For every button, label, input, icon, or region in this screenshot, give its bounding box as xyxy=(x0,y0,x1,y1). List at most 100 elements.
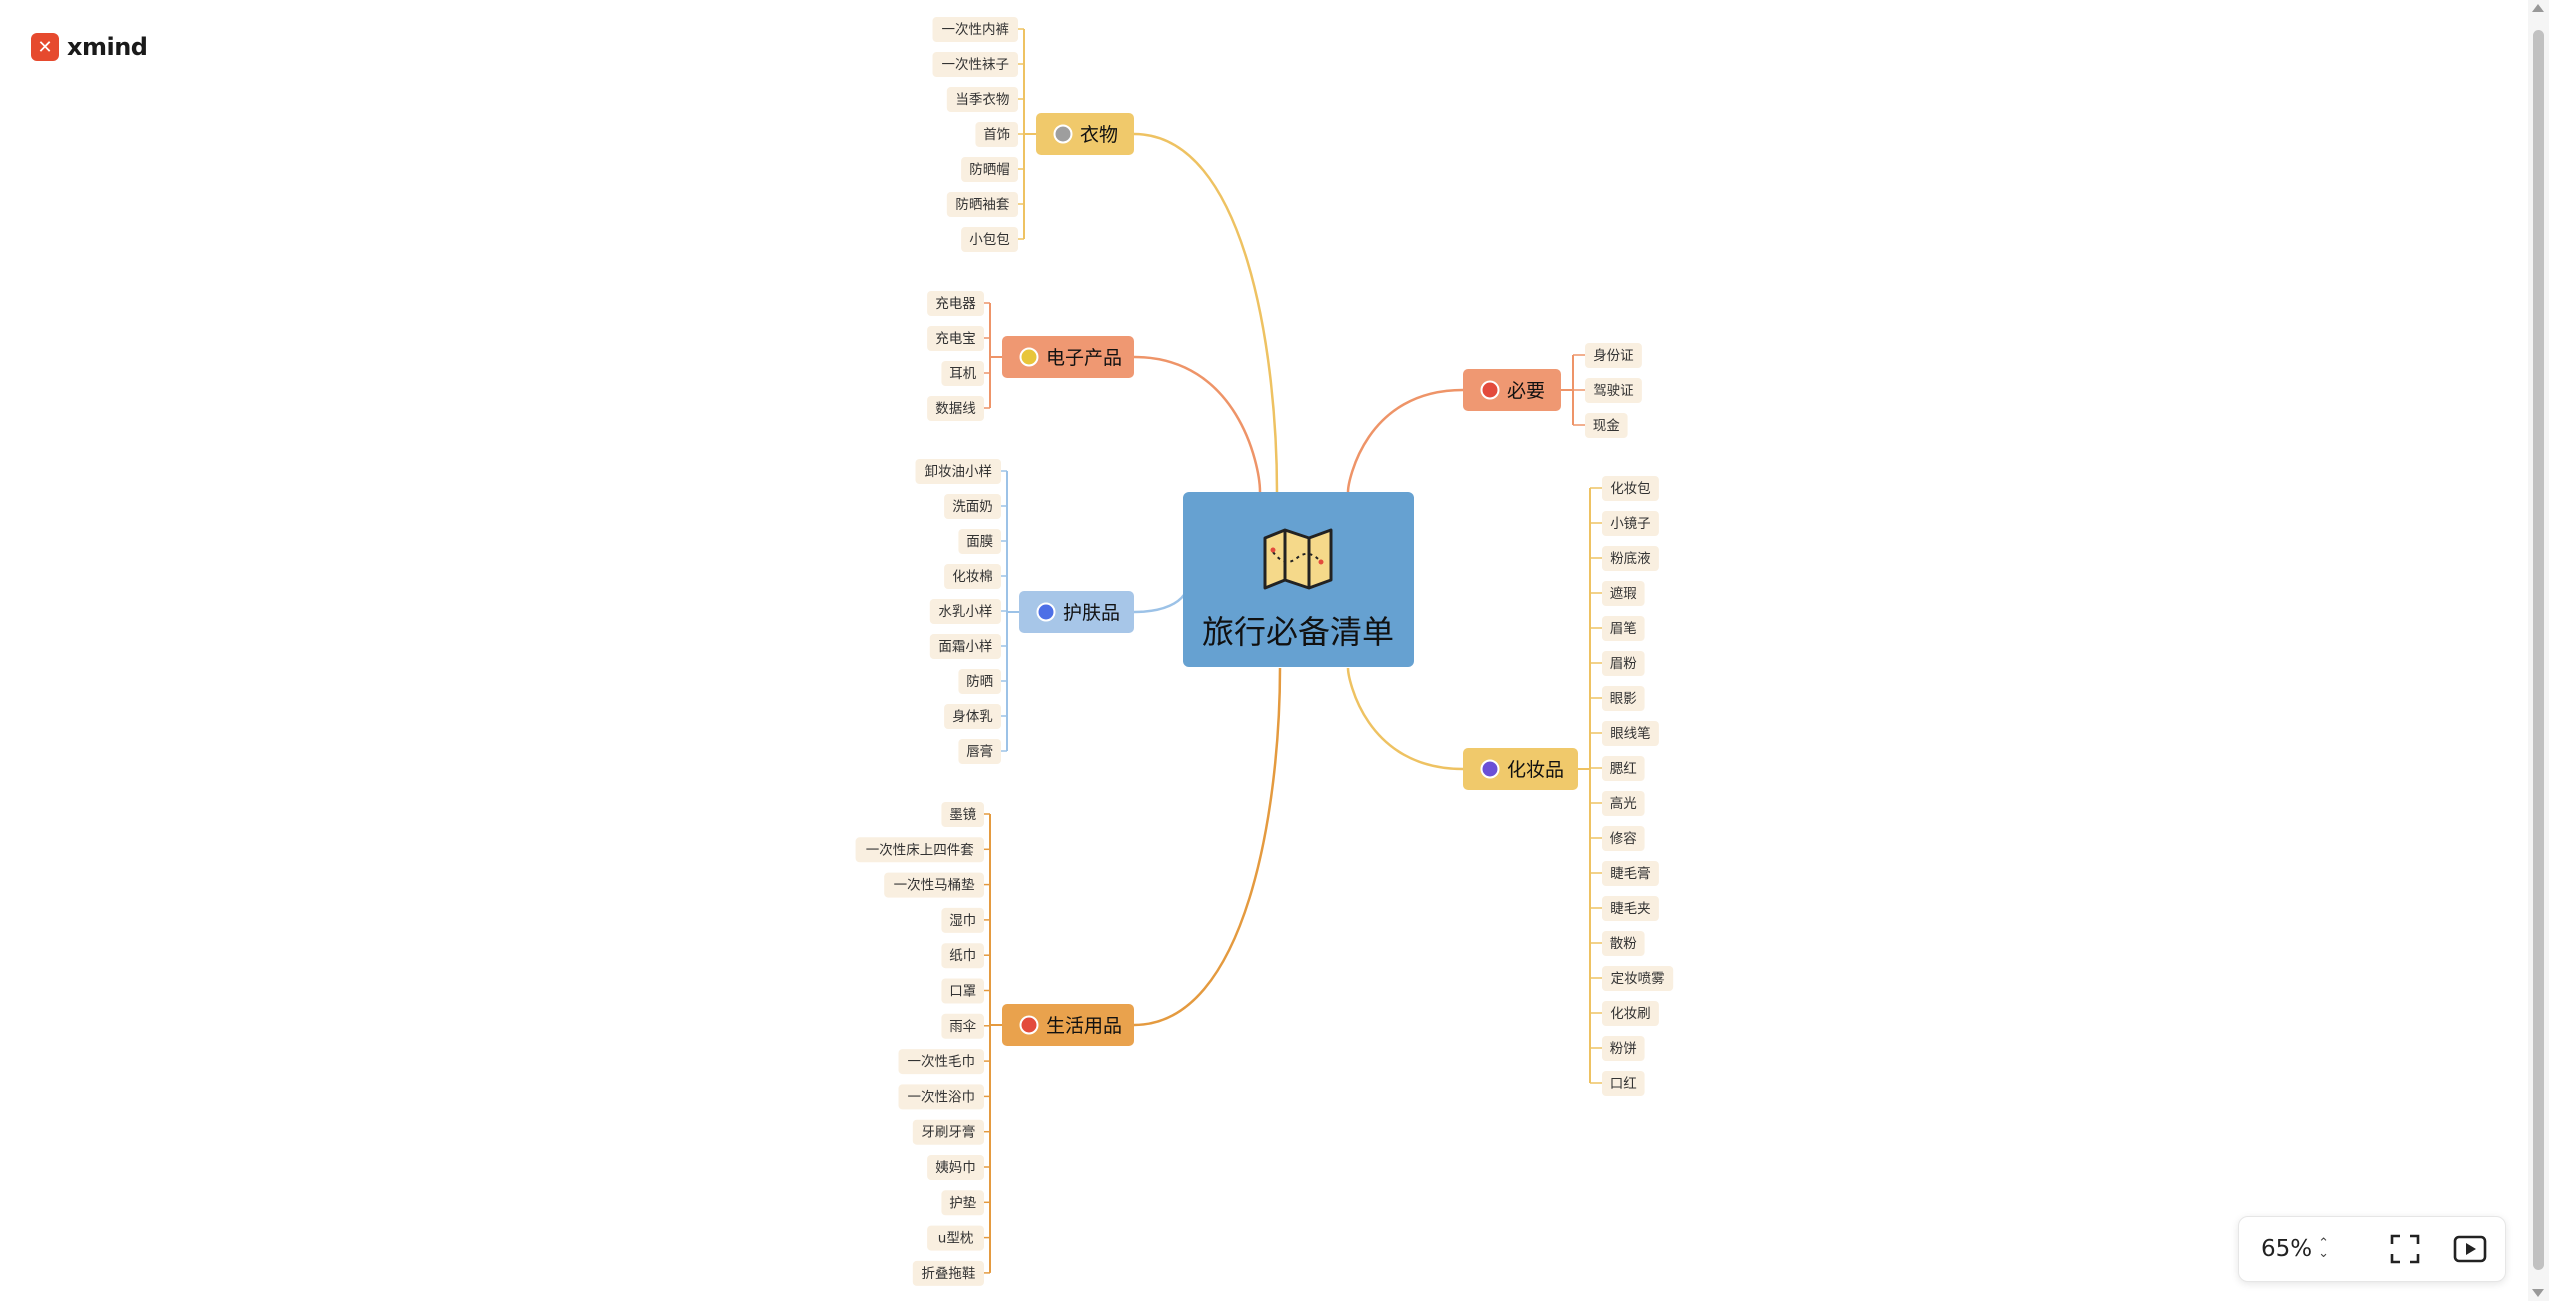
subtopic-daily[interactable]: 一次性浴巾 xyxy=(898,1084,985,1110)
subtopic-electronics[interactable]: 充电宝 xyxy=(927,326,984,351)
subtopic-daily[interactable]: 护垫 xyxy=(941,1190,984,1216)
subtopic-skincare[interactable]: 面霜小样 xyxy=(929,634,1001,659)
xmind-logo-icon: ✕ xyxy=(31,33,59,61)
subtopic-label: 修容 xyxy=(1610,830,1637,847)
topic-electronics[interactable]: 电子产品 xyxy=(1002,336,1134,378)
subtopic-label: 一次性袜子 xyxy=(942,57,1010,73)
subtopic-label: 睫毛膏 xyxy=(1610,865,1651,882)
subtopic-cosmetics[interactable]: 眉笔 xyxy=(1602,616,1645,641)
subtopic-daily[interactable]: 湿巾 xyxy=(941,907,984,933)
leaf-connectors-clothes xyxy=(1018,28,1036,240)
topic-skincare[interactable]: 护肤品 xyxy=(1019,591,1134,633)
subtopic-label: 小镜子 xyxy=(1610,516,1651,532)
subtopic-cosmetics[interactable]: 修容 xyxy=(1602,826,1645,851)
subtopic-cosmetics[interactable]: 口红 xyxy=(1602,1071,1645,1096)
scroll-down-arrow-icon[interactable] xyxy=(2532,1289,2544,1297)
subtopic-label: 耳机 xyxy=(949,366,976,382)
subtopic-cosmetics[interactable]: 眉粉 xyxy=(1602,651,1645,676)
subtopic-daily[interactable]: 姨妈巾 xyxy=(927,1155,984,1180)
topic-marker-dot-icon xyxy=(1480,380,1500,400)
fullscreen-icon[interactable] xyxy=(2389,1233,2421,1265)
subtopic-clothes[interactable]: 防晒帽 xyxy=(961,157,1018,182)
topic-marker-dot-icon xyxy=(1480,759,1500,779)
branch-connector-cosmetics xyxy=(1346,667,1464,771)
topic-clothes[interactable]: 衣物 xyxy=(1036,113,1134,155)
present-play-icon[interactable] xyxy=(2453,1233,2487,1265)
scroll-thumb[interactable] xyxy=(2533,30,2544,1270)
subtopic-clothes[interactable]: 当季衣物 xyxy=(946,87,1018,112)
subtopic-essentials[interactable]: 现金 xyxy=(1585,413,1628,438)
branch-connector-essentials xyxy=(1346,388,1464,493)
subtopic-label: 现金 xyxy=(1593,418,1621,434)
branch-connector-clothes xyxy=(1133,132,1279,493)
subtopic-cosmetics[interactable]: 眼影 xyxy=(1602,686,1645,711)
subtopic-skincare[interactable]: 化妆棉 xyxy=(944,564,1001,589)
subtopic-cosmetics[interactable]: 粉饼 xyxy=(1602,1036,1645,1061)
subtopic-daily[interactable]: 雨伞 xyxy=(941,1013,984,1039)
subtopic-skincare[interactable]: 洗面奶 xyxy=(944,494,1001,519)
subtopic-label: 牙刷牙膏 xyxy=(921,1124,975,1141)
subtopic-essentials[interactable]: 驾驶证 xyxy=(1585,378,1642,403)
leaf-connectors-essentials xyxy=(1561,354,1585,426)
topic-essentials[interactable]: 必要 xyxy=(1463,369,1561,411)
topic-marker-dot-icon xyxy=(1019,347,1039,367)
subtopic-skincare[interactable]: 唇膏 xyxy=(958,739,1001,764)
subtopic-label: 水乳小样 xyxy=(938,604,992,620)
subtopic-label: 化妆刷 xyxy=(1610,1006,1651,1022)
subtopic-daily[interactable]: 口罩 xyxy=(941,978,984,1004)
subtopic-cosmetics[interactable]: 散粉 xyxy=(1602,931,1645,956)
subtopic-skincare[interactable]: 面膜 xyxy=(958,529,1001,554)
subtopic-cosmetics[interactable]: 高光 xyxy=(1602,791,1645,816)
vertical-scrollbar[interactable] xyxy=(2528,0,2549,1301)
subtopic-daily[interactable]: 牙刷牙膏 xyxy=(912,1119,984,1145)
subtopic-electronics[interactable]: 充电器 xyxy=(927,291,984,316)
topic-label-clothes: 衣物 xyxy=(1080,124,1118,146)
scroll-up-arrow-icon[interactable] xyxy=(2532,4,2544,12)
topic-label-essentials: 必要 xyxy=(1507,380,1545,402)
topic-cosmetics[interactable]: 化妆品 xyxy=(1463,748,1578,790)
subtopic-daily[interactable]: 折叠拖鞋 xyxy=(912,1260,984,1286)
subtopic-skincare[interactable]: 卸妆油小样 xyxy=(915,459,1002,484)
subtopic-cosmetics[interactable]: 化妆包 xyxy=(1602,476,1659,501)
subtopic-label: 腮红 xyxy=(1610,761,1637,777)
subtopic-cosmetics[interactable]: 遮瑕 xyxy=(1602,581,1645,606)
subtopic-daily[interactable]: 一次性马桶垫 xyxy=(884,872,984,898)
branch-connector-daily xyxy=(1133,667,1282,1027)
subtopic-label: 雨伞 xyxy=(949,1018,976,1035)
zoom-selector[interactable]: 65% ⌃⌄ xyxy=(2261,1236,2329,1262)
subtopic-clothes[interactable]: 防晒袖套 xyxy=(946,192,1018,217)
subtopic-clothes[interactable]: 首饰 xyxy=(975,122,1018,147)
subtopic-daily[interactable]: 纸巾 xyxy=(941,943,984,969)
subtopic-label: 一次性床上四件套 xyxy=(866,842,974,858)
subtopic-cosmetics[interactable]: 腮红 xyxy=(1602,756,1645,781)
central-topic[interactable]: 旅行必备清单 xyxy=(1183,492,1414,667)
subtopic-electronics[interactable]: 耳机 xyxy=(941,361,984,386)
subtopic-daily[interactable]: 一次性床上四件套 xyxy=(855,837,984,863)
subtopic-label: 小包包 xyxy=(969,232,1010,248)
zoom-level-value: 65% xyxy=(2261,1236,2313,1262)
subtopic-cosmetics[interactable]: 粉底液 xyxy=(1602,546,1659,571)
subtopic-label: 数据线 xyxy=(935,401,976,417)
subtopic-label: 散粉 xyxy=(1610,936,1638,952)
subtopic-skincare[interactable]: 身体乳 xyxy=(944,704,1001,729)
subtopic-essentials[interactable]: 身份证 xyxy=(1585,343,1642,368)
subtopic-clothes[interactable]: 一次性内裤 xyxy=(932,17,1019,42)
subtopic-clothes[interactable]: 小包包 xyxy=(961,227,1018,252)
subtopic-label: 首饰 xyxy=(983,127,1010,143)
subtopic-cosmetics[interactable]: 睫毛夹 xyxy=(1602,896,1659,921)
subtopic-clothes[interactable]: 一次性袜子 xyxy=(932,52,1019,77)
subtopic-daily[interactable]: 一次性毛巾 xyxy=(898,1049,985,1075)
subtopic-cosmetics[interactable]: 睫毛膏 xyxy=(1602,861,1659,886)
subtopic-daily[interactable]: 墨镜 xyxy=(941,802,984,827)
subtopic-skincare[interactable]: 防晒 xyxy=(958,669,1001,694)
subtopic-cosmetics[interactable]: 定妆喷雾 xyxy=(1602,966,1674,991)
subtopic-skincare[interactable]: 水乳小样 xyxy=(929,599,1001,624)
subtopic-daily[interactable]: u型枕 xyxy=(927,1225,984,1251)
subtopic-cosmetics[interactable]: 小镜子 xyxy=(1602,511,1659,536)
subtopic-electronics[interactable]: 数据线 xyxy=(927,396,984,421)
topic-daily[interactable]: 生活用品 xyxy=(1002,1004,1134,1046)
subtopic-cosmetics[interactable]: 眼线笔 xyxy=(1602,721,1659,746)
subtopic-label: 一次性内裤 xyxy=(942,22,1010,38)
subtopic-cosmetics[interactable]: 化妆刷 xyxy=(1602,1001,1659,1026)
